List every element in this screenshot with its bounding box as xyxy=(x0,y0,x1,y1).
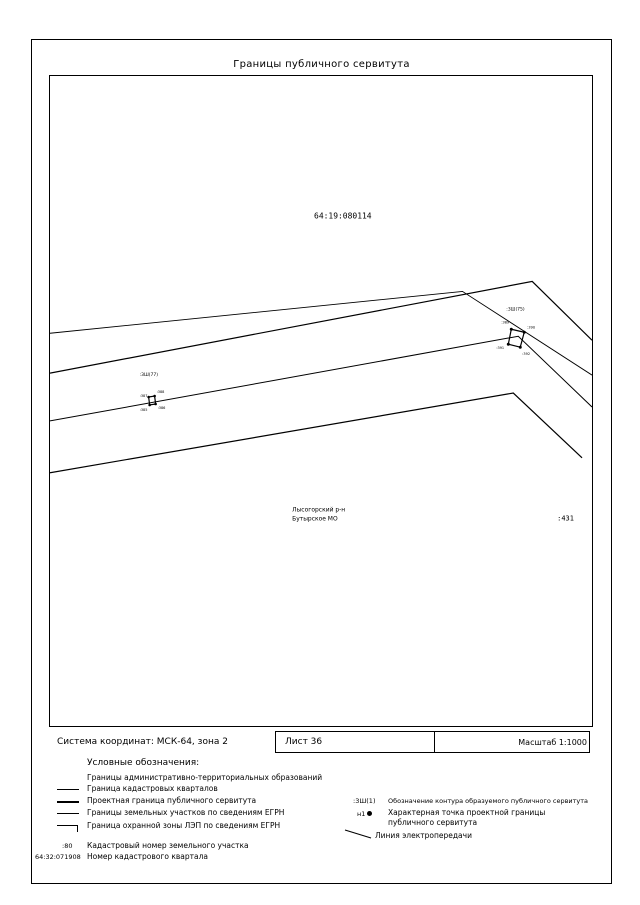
parcel-boundary-line xyxy=(50,335,592,422)
coord-system-label: Система координат: МСК-64, зона 2 xyxy=(57,737,228,747)
legend-item: Кадастровый номер земельного участка xyxy=(87,841,249,850)
protection-zone-line xyxy=(50,392,583,474)
legend-powerline-symbol xyxy=(344,829,372,839)
point-label: :387 xyxy=(140,394,148,398)
quarter-number-label: 64:19:080114 xyxy=(314,212,372,221)
legend-point-code: н1 xyxy=(357,810,366,818)
legend-parcel-code: :80 xyxy=(62,842,73,850)
district-label-1: Лысогорский р-н xyxy=(292,507,345,514)
legend-contour-code: :3Ш(1) xyxy=(353,797,376,805)
contour-label-left: :3Ш(77) xyxy=(140,372,159,378)
legend-item: Обозначение контура образуемого публично… xyxy=(388,797,589,805)
legend-parcel-symbol xyxy=(57,813,79,814)
legend-item: Граница охранной зоны ЛЭП по сведениям Е… xyxy=(87,821,281,830)
point-marker xyxy=(154,402,157,406)
legend-heading: Условные обозначения: xyxy=(87,758,200,768)
legend-item: Номер кадастрового квартала xyxy=(87,852,208,861)
legend-quarter-symbol xyxy=(57,789,79,790)
point-marker xyxy=(147,395,150,399)
legend-zone-symbol xyxy=(57,825,78,832)
point-marker-icon xyxy=(367,811,372,816)
quarter-boundary-line xyxy=(50,280,592,374)
stamp-divider xyxy=(434,732,435,752)
point-label: :386 xyxy=(158,406,166,410)
point-marker xyxy=(506,342,510,346)
point-marker xyxy=(153,394,156,398)
point-marker xyxy=(518,345,522,349)
sheet-frame xyxy=(31,39,612,884)
point-label: :392 xyxy=(522,352,530,356)
legend-quarter-code: 64:32:071908 xyxy=(35,853,81,861)
legend-item: публичного сервитута xyxy=(388,818,478,827)
point-label: :389 xyxy=(501,320,509,324)
sheet-number: Лист 36 xyxy=(285,737,323,747)
admin-boundary-line xyxy=(50,290,592,376)
legend-item: Линия электропередачи xyxy=(375,831,472,840)
point-marker xyxy=(509,327,513,331)
point-label: :390 xyxy=(527,325,535,329)
map-area[interactable]: 64:19:080114 Лысогорский р-н Бутырское М… xyxy=(49,75,593,727)
parcel-label-431: :431 xyxy=(557,515,574,523)
point-label: :388 xyxy=(157,390,165,394)
point-label: :385 xyxy=(140,408,148,412)
stamp-box xyxy=(275,731,590,753)
contour-label-right: :3Ш(75) xyxy=(506,306,525,312)
point-label: :391 xyxy=(496,346,504,350)
legend-item: Проектная граница публичного сервитута xyxy=(87,796,257,805)
point-marker xyxy=(148,403,151,407)
legend-servitude-symbol xyxy=(57,801,79,803)
district-label-2: Бутырское МО xyxy=(292,516,338,523)
point-marker xyxy=(522,330,526,334)
scale-label: Масштаб 1:1000 xyxy=(518,737,587,747)
legend-item: Границы земельных участков по сведениям … xyxy=(87,808,285,817)
page-title: Границы публичного сервитута xyxy=(233,59,410,70)
legend-item: Границы административно-территориальных … xyxy=(87,773,323,782)
legend-item: Характерная точка проектной границы xyxy=(388,808,546,817)
legend-item: Граница кадастровых кварталов xyxy=(87,784,218,793)
map-svg: 64:19:080114 Лысогорский р-н Бутырское М… xyxy=(50,212,592,523)
servitude-contour-right xyxy=(507,328,525,348)
